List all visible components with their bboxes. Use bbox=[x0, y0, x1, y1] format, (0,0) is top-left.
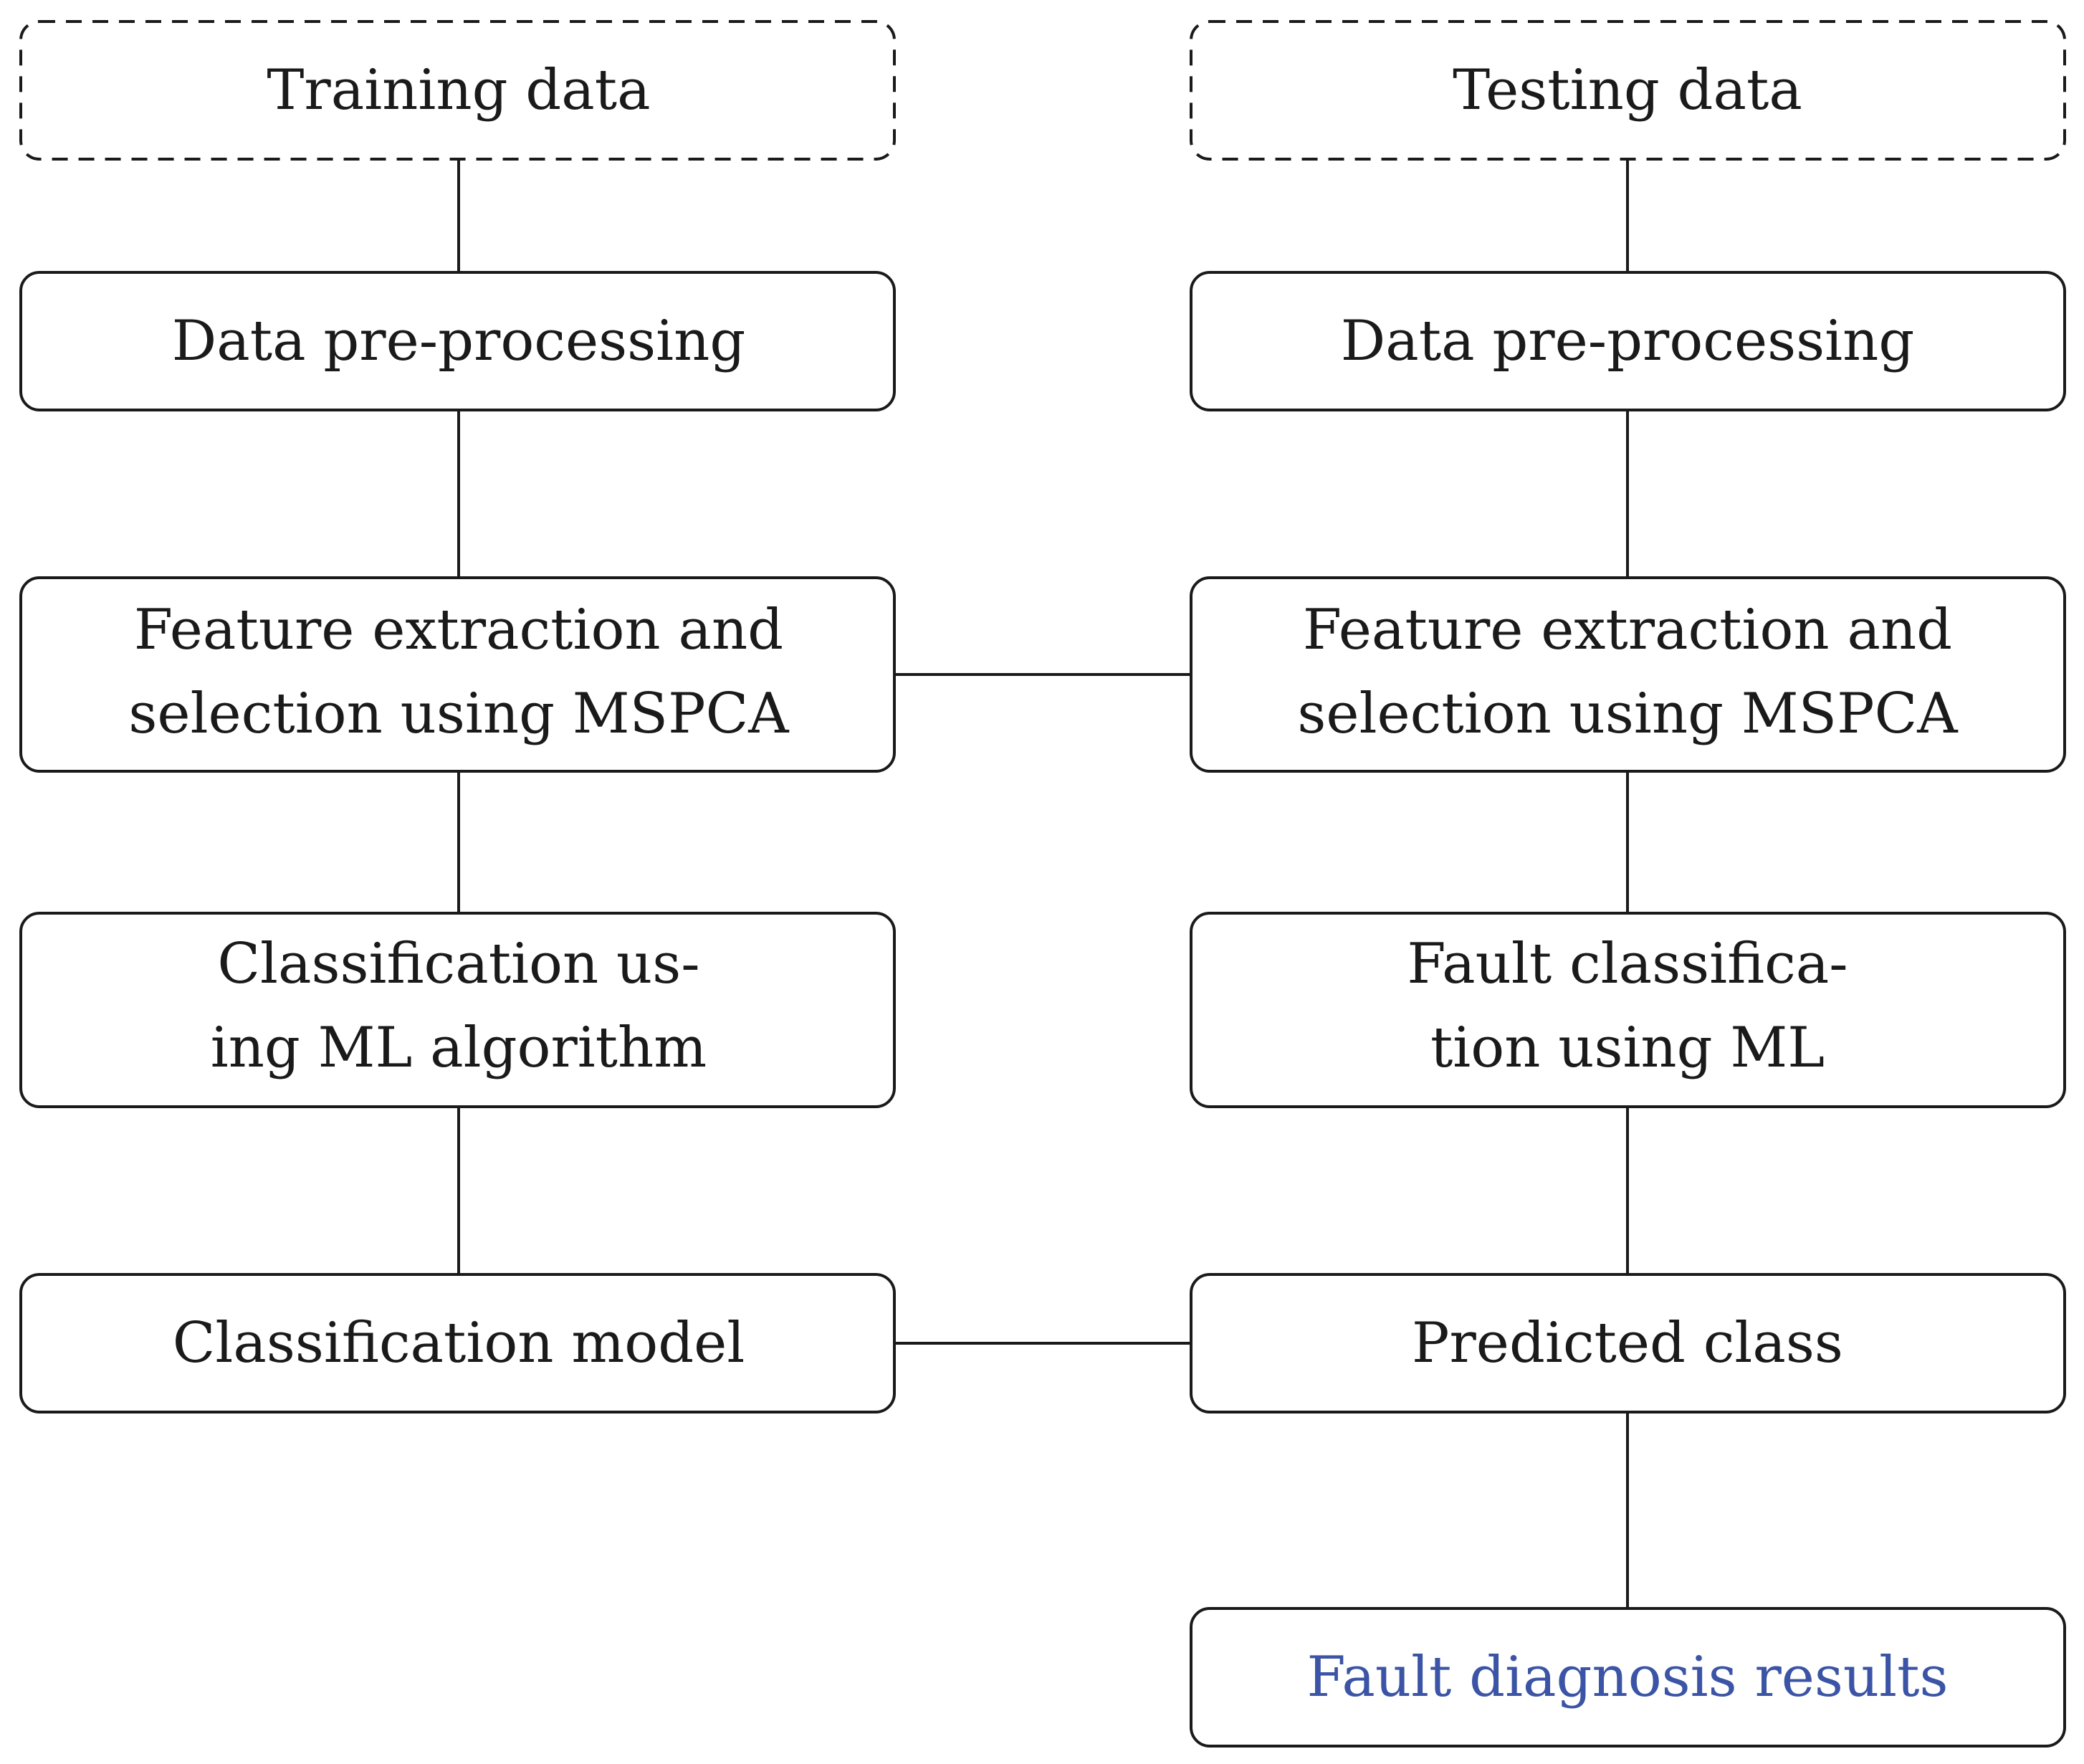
node-classification-model-label: Classification model bbox=[173, 1311, 745, 1376]
node-test-feature-line-2: selection using MSPCA bbox=[1297, 682, 1959, 746]
node-train-preprocess: Data pre-processing bbox=[19, 271, 896, 411]
node-fault-diagnosis-results-label: Fault diagnosis results bbox=[1307, 1645, 1949, 1710]
node-train-classify: Classification us- ing ML algorithm bbox=[19, 912, 896, 1108]
node-test-classify: Fault classifica- tion using ML bbox=[1190, 912, 2066, 1108]
node-train-classify-line-2: ing ML algorithm bbox=[211, 1016, 707, 1080]
node-predicted-class: Predicted class bbox=[1190, 1273, 2066, 1413]
node-classification-model: Classification model bbox=[19, 1273, 896, 1413]
node-train-feature-line-2: selection using MSPCA bbox=[128, 682, 790, 746]
node-predicted-class-label: Predicted class bbox=[1412, 1311, 1843, 1376]
node-test-feature-line-1: Feature extraction and bbox=[1303, 598, 1952, 662]
node-test-preprocess: Data pre-processing bbox=[1190, 271, 2066, 411]
node-training-data: Training data bbox=[19, 20, 896, 161]
node-testing-data-label: Testing data bbox=[1453, 58, 1802, 123]
node-train-feature-line-1: Feature extraction and bbox=[134, 598, 783, 662]
node-train-preprocess-label: Data pre-processing bbox=[172, 309, 746, 373]
node-test-classify-line-2: tion using ML bbox=[1430, 1016, 1825, 1080]
node-train-feature: Feature extraction and selection using M… bbox=[19, 576, 896, 773]
node-testing-data: Testing data bbox=[1190, 20, 2066, 161]
node-test-classify-line-1: Fault classifica- bbox=[1407, 932, 1848, 996]
node-fault-diagnosis-results: Fault diagnosis results bbox=[1190, 1607, 2066, 1748]
node-train-classify-line-1: Classification us- bbox=[217, 932, 699, 996]
node-training-data-label: Training data bbox=[267, 58, 650, 123]
node-test-feature: Feature extraction and selection using M… bbox=[1190, 576, 2066, 773]
node-test-preprocess-label: Data pre-processing bbox=[1341, 309, 1915, 373]
